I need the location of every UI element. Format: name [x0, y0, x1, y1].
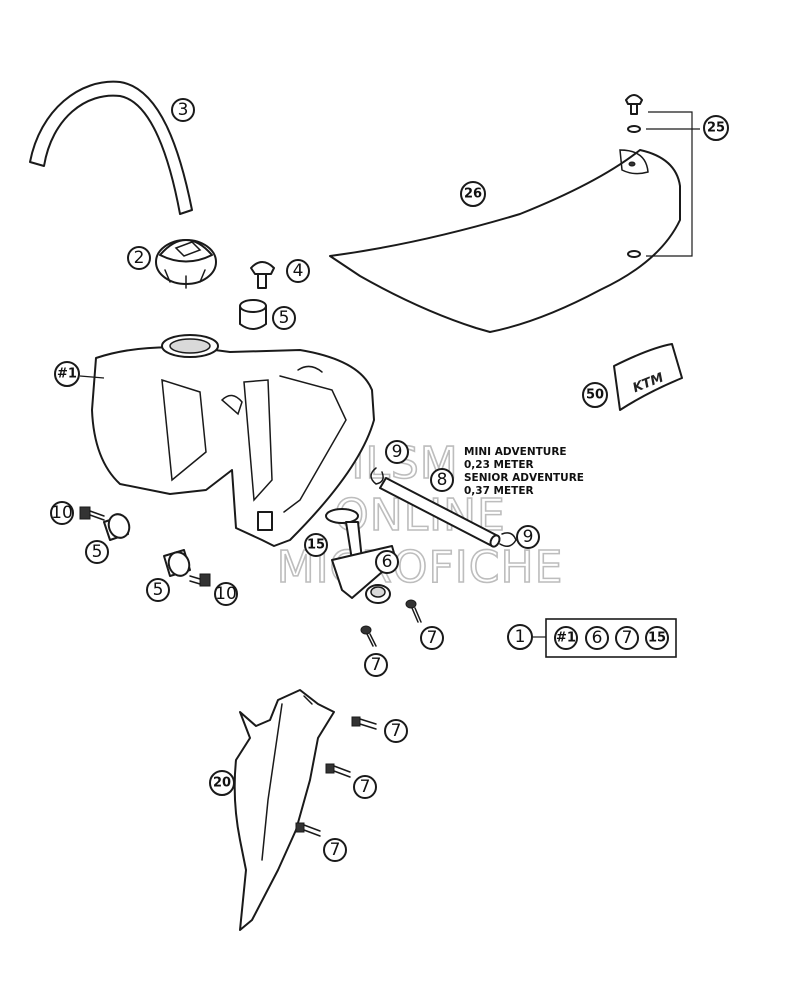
callout-7-e: 7	[323, 838, 347, 862]
callout-15: 15	[304, 533, 328, 557]
callout-7-c: 7	[384, 719, 408, 743]
callout-5-left: 5	[85, 540, 109, 564]
svg-text:5: 5	[279, 308, 290, 328]
rubber-bushing-5-left	[103, 513, 131, 541]
hose-clip-9-top	[370, 467, 384, 485]
side-cover	[233, 689, 335, 931]
svg-text:7: 7	[360, 777, 371, 797]
leader-lines	[79, 111, 700, 379]
screw-7-d	[325, 763, 351, 778]
svg-text:15: 15	[648, 631, 666, 646]
screw-7-c	[351, 716, 377, 730]
svg-text:26: 26	[464, 187, 482, 202]
assembly-member-tank: #1	[554, 626, 578, 650]
callout-7-d: 7	[353, 775, 377, 799]
fuel-hose	[379, 477, 501, 548]
svg-text:10: 10	[215, 584, 237, 604]
svg-text:2: 2	[134, 248, 145, 268]
svg-text:8: 8	[437, 470, 448, 490]
assembly-member-7: 7	[615, 626, 639, 650]
svg-text:9: 9	[392, 442, 403, 462]
svg-text:10: 10	[51, 503, 73, 523]
screw-7-a	[405, 599, 422, 623]
callout-5-mid: 5	[146, 578, 170, 602]
seat-screw-4	[250, 261, 275, 289]
rubber-bushing-5-mid	[163, 549, 191, 577]
washer-25-bottom	[627, 250, 641, 258]
callout-50: 50	[582, 382, 608, 408]
bolt-10-mid	[189, 573, 211, 587]
breather-hose	[29, 80, 193, 215]
callout-26: 26	[460, 181, 486, 207]
screw-7-e	[295, 822, 321, 837]
seat-bolt-25	[625, 94, 643, 115]
svg-text:#1: #1	[556, 631, 576, 646]
washer-25-top	[627, 125, 641, 133]
svg-text:3: 3	[178, 100, 189, 120]
callout-5-top: 5	[272, 306, 296, 330]
svg-text:50: 50	[586, 388, 604, 403]
hose-length-note: MINI ADVENTURE 0,23 METER SENIOR ADVENTU…	[464, 446, 584, 497]
callout-9-bottom: 9	[516, 525, 540, 549]
rubber-bushing-5-top	[239, 299, 267, 330]
svg-text:5: 5	[92, 542, 103, 562]
svg-text:5: 5	[153, 580, 164, 600]
note-line-1: MINI ADVENTURE	[464, 446, 567, 458]
assembly-member-6: 6	[585, 626, 609, 650]
assembly-member-15: 15	[645, 626, 669, 650]
svg-text:7: 7	[391, 721, 402, 741]
bolt-10-left	[79, 506, 105, 521]
ktm-sticker: KTM	[613, 343, 683, 411]
callout-8: 8	[430, 468, 454, 492]
svg-text:20: 20	[213, 776, 231, 791]
fuel-tank	[91, 334, 375, 547]
svg-text:#1: #1	[57, 367, 77, 382]
callout-10-left: 10	[50, 501, 74, 525]
callout-9-top: 9	[385, 440, 409, 464]
assembly-lead-callout: 1	[507, 624, 533, 650]
svg-text:7: 7	[622, 628, 633, 648]
note-line-4: 0,37 METER	[464, 485, 534, 497]
callout-20: 20	[209, 770, 235, 796]
svg-text:7: 7	[330, 840, 341, 860]
svg-text:1: 1	[515, 627, 526, 647]
callout-3: 3	[171, 98, 195, 122]
svg-text:25: 25	[707, 121, 725, 136]
svg-text:9: 9	[523, 527, 534, 547]
svg-text:4: 4	[293, 261, 304, 281]
hose-clip-9-bottom	[499, 532, 517, 547]
callout-7-b: 7	[364, 653, 388, 677]
callout-6: 6	[375, 550, 399, 574]
note-line-3: SENIOR ADVENTURE	[464, 472, 584, 484]
callout-2: 2	[127, 246, 151, 270]
svg-text:7: 7	[371, 655, 382, 675]
assembly-legend: 1 #1 6 7 15	[507, 618, 677, 658]
fuel-cap	[155, 239, 217, 289]
seat	[329, 149, 681, 333]
svg-text:7: 7	[427, 628, 438, 648]
svg-text:6: 6	[382, 552, 393, 572]
svg-text:6: 6	[592, 628, 603, 648]
screw-7-b	[360, 625, 377, 647]
callout-tank-1: #1	[54, 361, 80, 387]
callout-4: 4	[286, 259, 310, 283]
callout-10-mid: 10	[214, 582, 238, 606]
note-line-2: 0,23 METER	[464, 459, 534, 471]
callout-25: 25	[703, 115, 729, 141]
svg-text:15: 15	[307, 538, 325, 553]
callout-7-a: 7	[420, 626, 444, 650]
